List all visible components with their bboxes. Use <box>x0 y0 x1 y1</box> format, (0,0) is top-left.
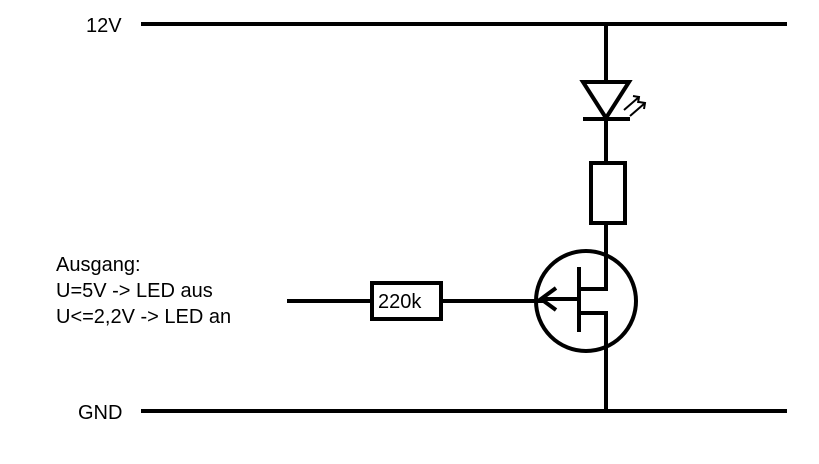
led-triangle <box>579 80 633 122</box>
input-caption-line-3: U<=2,2V -> LED an <box>56 306 231 328</box>
mosfet-symbol <box>534 249 638 353</box>
ground-rail-label: GND <box>78 402 122 424</box>
supply-rail-label: 12V <box>86 15 122 37</box>
input-caption-line-1: Ausgang: <box>56 254 141 276</box>
gate-resistor-label: 220k <box>378 291 422 313</box>
series-resistor <box>589 161 627 225</box>
gate-resistor <box>370 281 443 321</box>
light-emission-icon <box>623 95 647 117</box>
input-caption-line-2: U=5V -> LED aus <box>56 280 213 302</box>
led-symbol <box>579 80 647 122</box>
